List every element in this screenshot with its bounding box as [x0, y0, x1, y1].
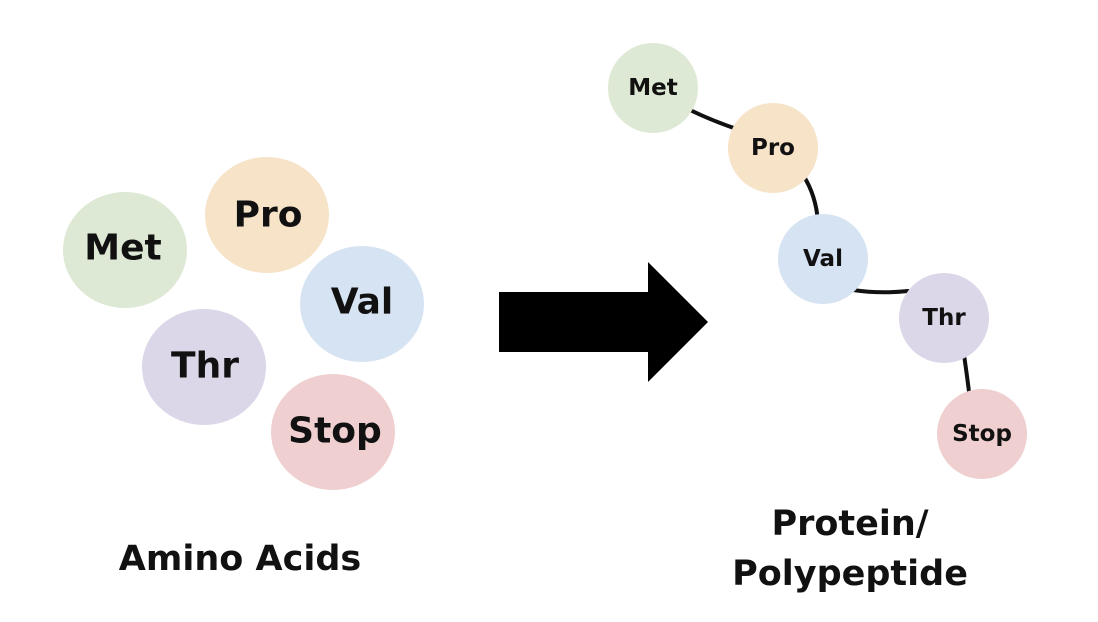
amino-acid-pro: Pro [205, 157, 329, 273]
amino-acids-caption: Amino Acids [119, 539, 361, 579]
peptide-residue-pro: Pro [728, 103, 818, 193]
amino-acid-pro-circle [205, 157, 329, 273]
peptide-residue-met-circle [608, 43, 698, 133]
amino-acid-thr-label: Thr [171, 346, 239, 387]
amino-acid-val-circle [300, 246, 424, 362]
amino-acid-stop-label: Stop [288, 411, 382, 452]
peptide-residue-stop-circle [937, 389, 1027, 479]
amino-acid-val: Val [300, 246, 424, 362]
amino-acid-stop-circle [271, 374, 395, 490]
amino-acid-stop: Stop [271, 374, 395, 490]
peptide-residue-stop-label: Stop [952, 421, 1012, 447]
right-arrow-icon [499, 262, 708, 382]
peptide-residue-val-circle [778, 214, 868, 304]
peptide-residue-stop: Stop [937, 389, 1027, 479]
amino-acid-thr: Thr [142, 309, 266, 425]
polypeptide-caption-line1: Protein/ [771, 504, 928, 544]
peptide-bond-val-thr [851, 288, 910, 295]
amino-acid-met-label: Met [84, 228, 161, 269]
amino-acid-thr-circle [142, 309, 266, 425]
polypeptide-caption-line2: Polypeptide [732, 554, 968, 594]
peptide-residue-thr-circle [899, 273, 989, 363]
peptide-residue-pro-label: Pro [751, 135, 795, 161]
peptide-bond-met-pro [688, 108, 742, 132]
peptide-residue-met: Met [608, 43, 698, 133]
amino-acid-met-circle [63, 192, 187, 308]
peptide-residue-val-label: Val [803, 246, 843, 272]
peptide-residue-pro-circle [728, 103, 818, 193]
polypeptide-group: Met Pro Val Thr Stop Protein/ Polypeptid… [608, 43, 1027, 594]
peptide-residue-thr: Thr [899, 273, 989, 363]
amino-acid-met: Met [63, 192, 187, 308]
amino-acids-group: Met Pro Val Thr Stop Amino Acids [63, 157, 424, 579]
peptide-residue-met-label: Met [628, 75, 677, 101]
amino-acid-pro-label: Pro [234, 195, 303, 236]
peptide-residue-thr-label: Thr [922, 305, 966, 331]
amino-acid-val-label: Val [331, 282, 394, 323]
peptide-residue-val: Val [778, 214, 868, 304]
